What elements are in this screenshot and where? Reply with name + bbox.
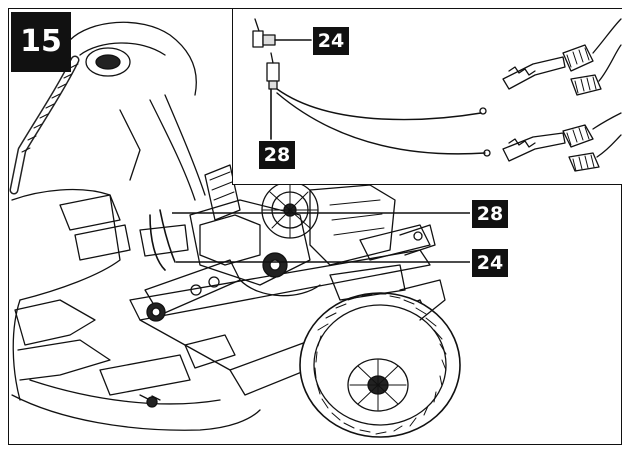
cable-clamps-illustration <box>252 18 622 172</box>
inset-label-28: 28 <box>259 141 295 169</box>
main-label-28: 28 <box>472 200 508 228</box>
step-number-badge: 15 <box>11 12 71 72</box>
inset-label-24: 24 <box>313 27 349 55</box>
inset-panel: 24 28 <box>232 9 622 185</box>
main-label-24: 24 <box>472 249 508 277</box>
